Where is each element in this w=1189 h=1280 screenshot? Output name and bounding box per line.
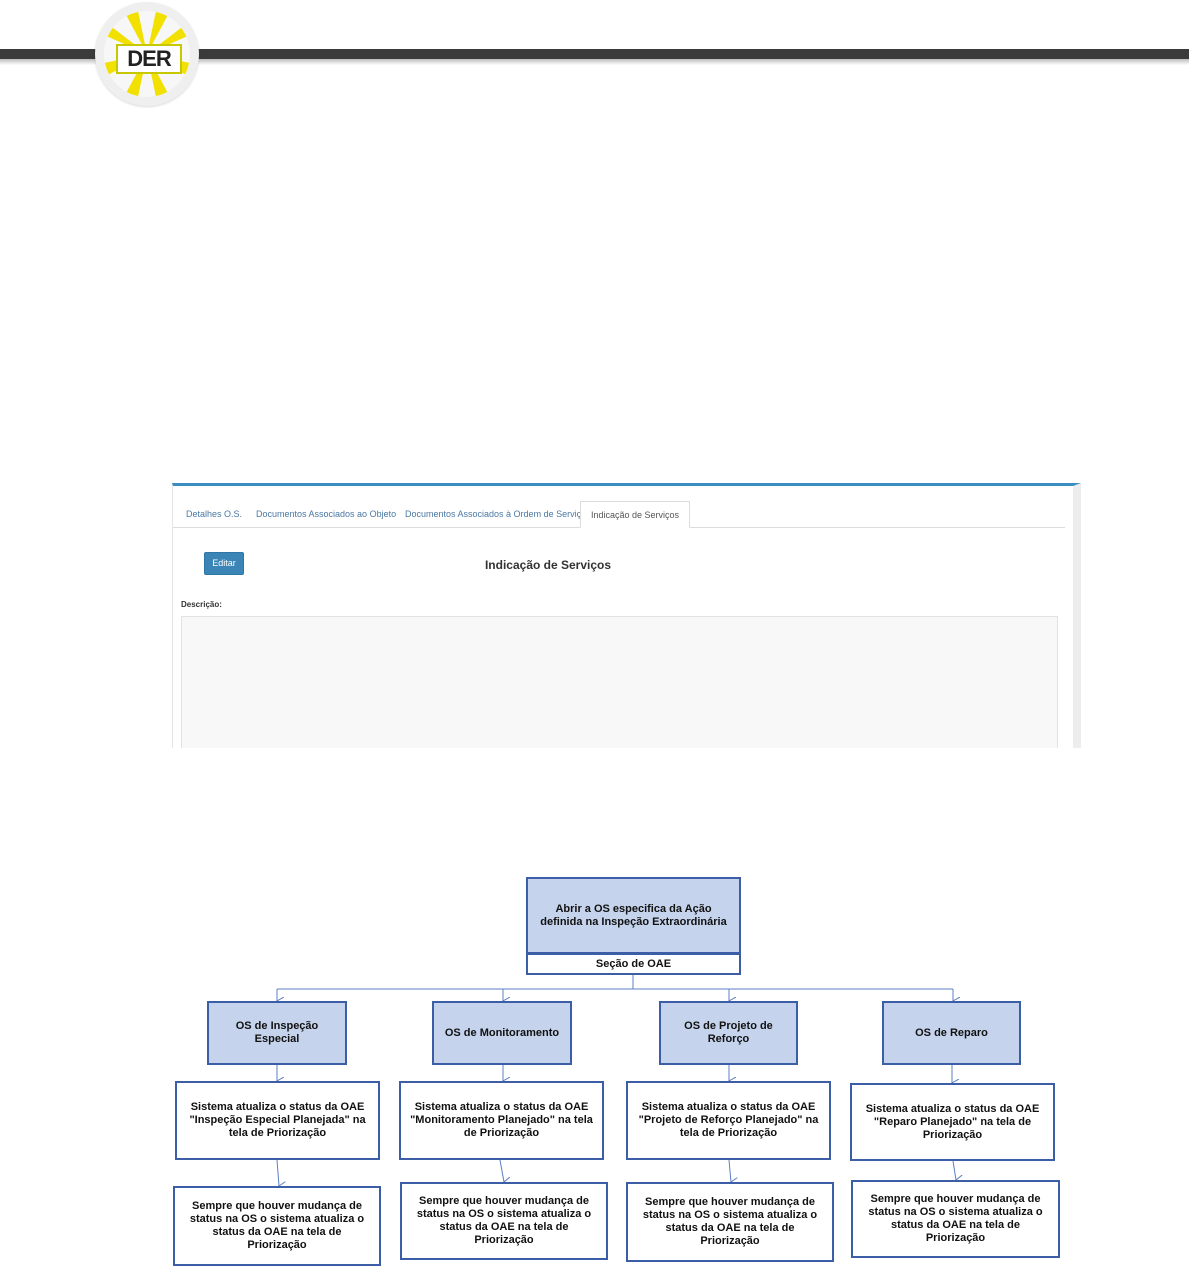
der-logo: DER [95, 2, 199, 106]
tab-detalhes-os[interactable]: Detalhes O.S. [186, 509, 243, 519]
update-projeto-reforco-box: Sempre que houver mudança de status na O… [626, 1182, 834, 1262]
tab-indicacao-servicos[interactable]: Indicação de Serviços [580, 501, 691, 528]
update-inspecao-box: Sempre que houver mudança de status na O… [173, 1186, 381, 1266]
section-oae-label: Seção de OAE [526, 954, 741, 975]
header-bar-shadow [0, 59, 1189, 65]
os-inspecao-especial-box: OS de Inspeção Especial [207, 1001, 347, 1065]
panel-title: Indicação de Serviços [484, 558, 612, 572]
der-logo-emblem: DER [104, 11, 190, 97]
update-reparo-box: Sempre que houver mudança de status na O… [851, 1180, 1060, 1258]
tab-documentos-objeto[interactable]: Documentos Associados ao Objeto [256, 509, 397, 519]
header-bar [0, 49, 1189, 59]
status-inspecao-box: Sistema atualiza o status da OAE "Inspeç… [175, 1081, 380, 1160]
status-monitoramento-box: Sistema atualiza o status da OAE "Monito… [399, 1081, 604, 1160]
description-label: Descrição: [181, 600, 222, 609]
status-projeto-reforco-box: Sistema atualiza o status da OAE "Projet… [626, 1081, 831, 1160]
open-os-box: Abrir a OS especifica da Ação definida n… [526, 877, 741, 954]
os-reparo-box: OS de Reparo [882, 1001, 1021, 1065]
os-projeto-reforco-box: OS de Projeto de Reforço [659, 1001, 798, 1065]
service-indication-panel: Detalhes O.S. Documentos Associados ao O… [172, 483, 1081, 748]
update-monitoramento-box: Sempre que houver mudança de status na O… [400, 1182, 608, 1260]
os-monitoramento-box: OS de Monitoramento [432, 1001, 572, 1065]
edit-button[interactable]: Editar [204, 552, 244, 575]
description-field[interactable] [181, 616, 1058, 748]
logo-text: DER [116, 44, 182, 74]
tab-documentos-ordem-servico[interactable]: Documentos Associados à Ordem de Serviço [405, 509, 587, 519]
status-reparo-box: Sistema atualiza o status da OAE "Reparo… [850, 1083, 1055, 1161]
tab-bar: Detalhes O.S. Documentos Associados ao O… [173, 501, 1065, 528]
